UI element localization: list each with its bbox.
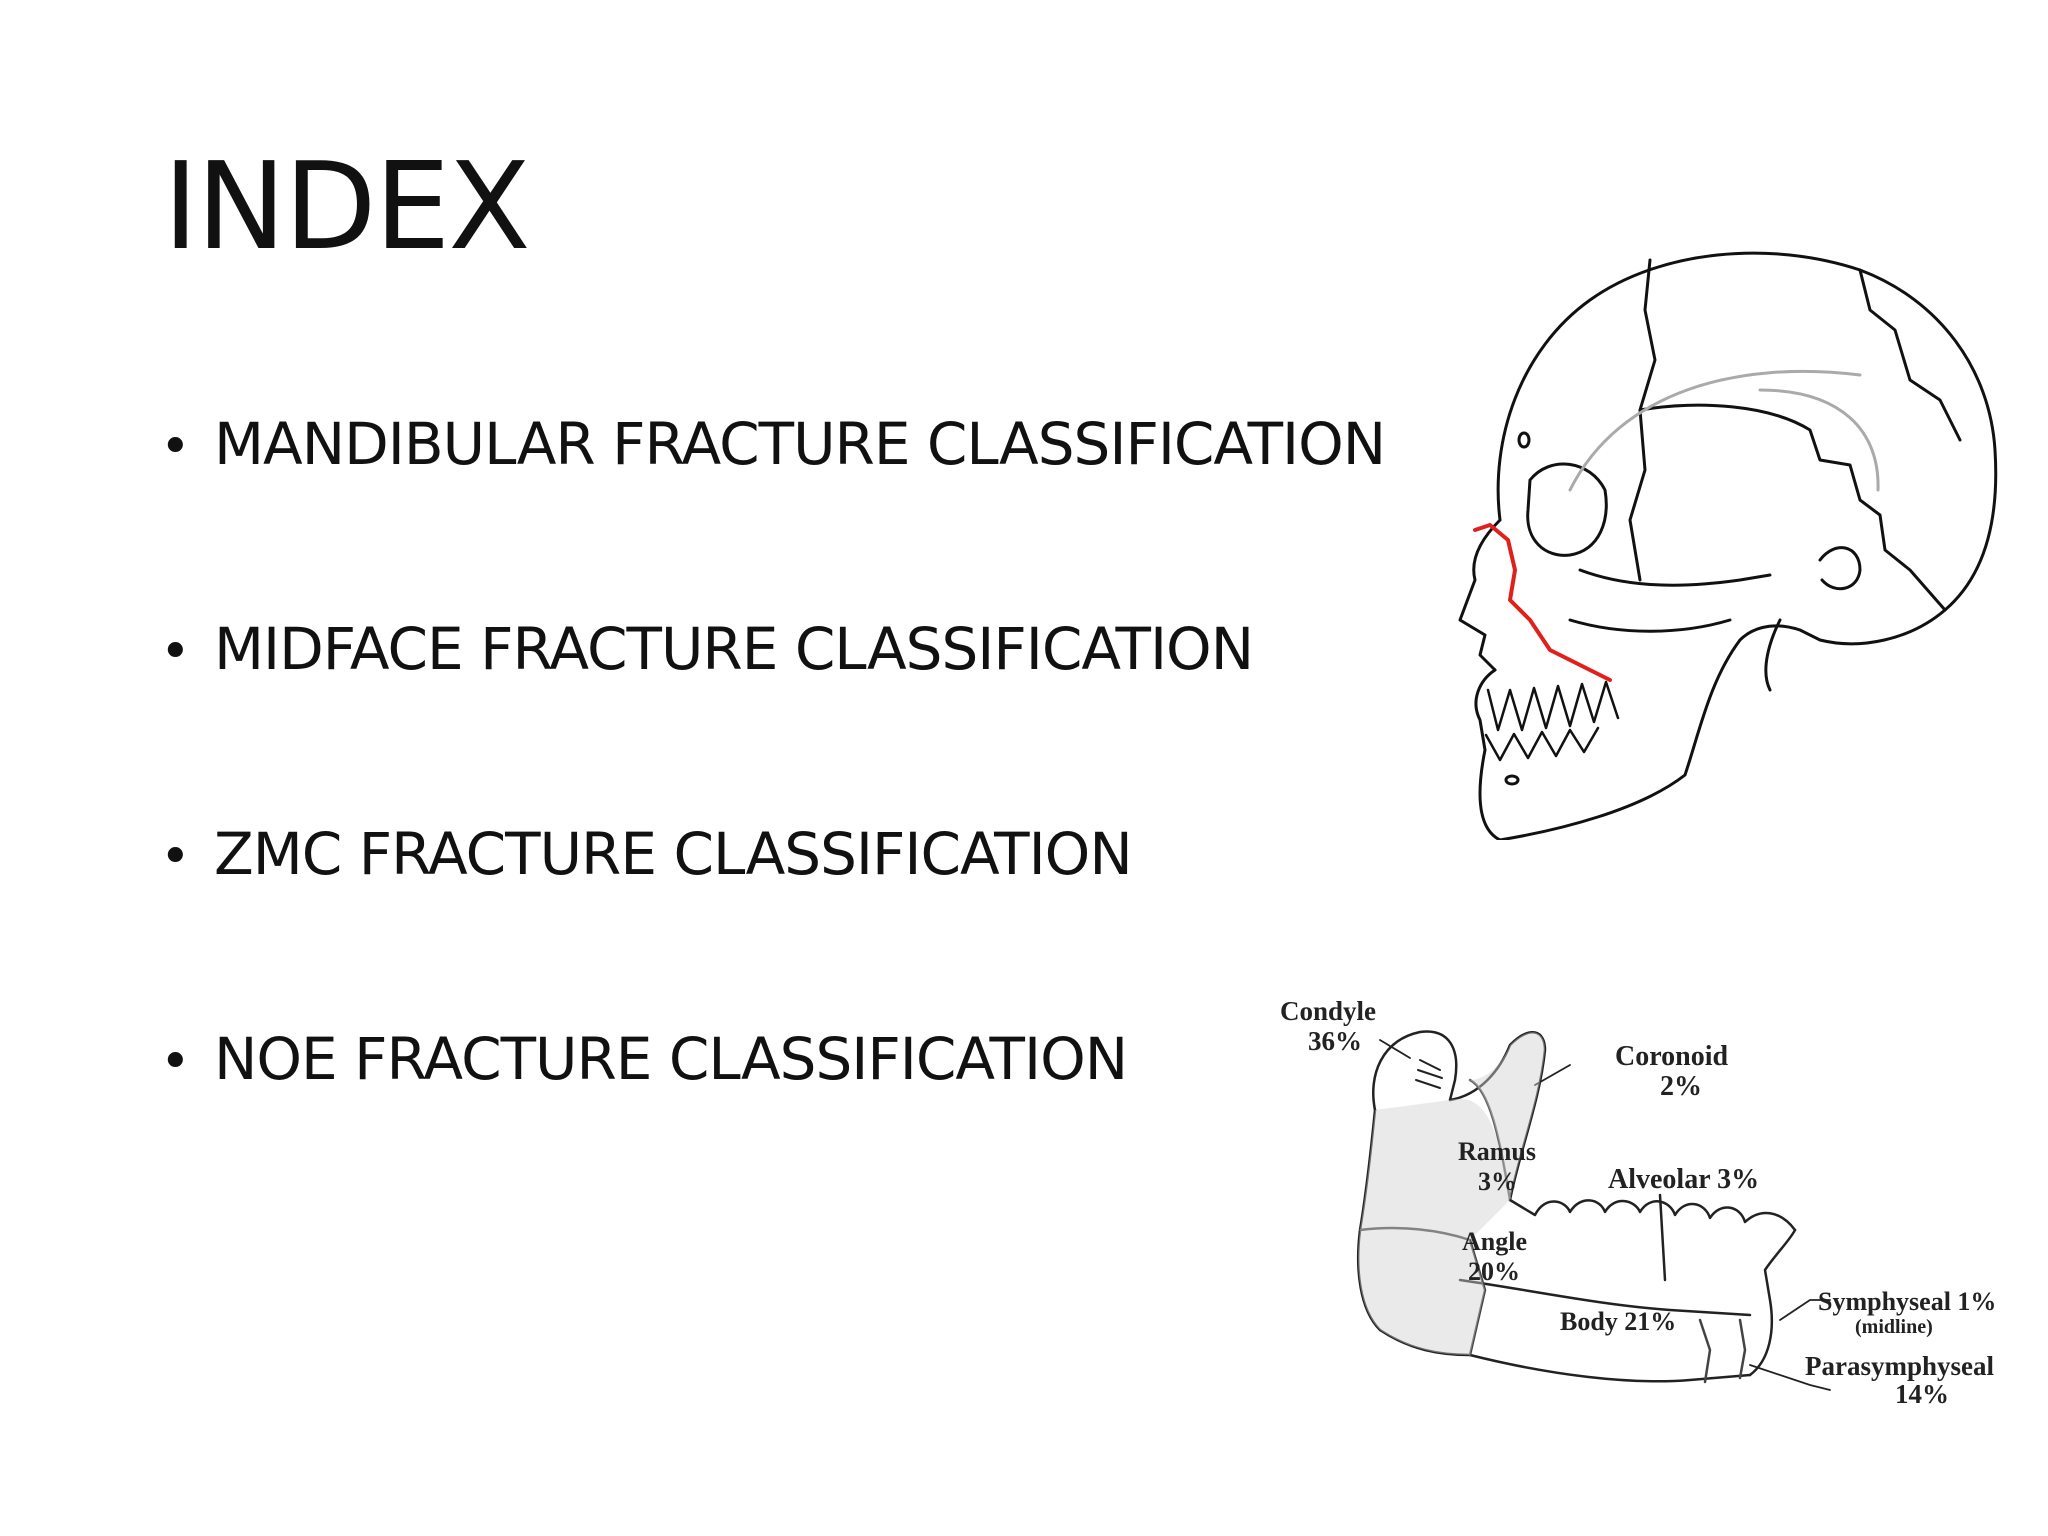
fracture-line	[1473, 523, 1612, 682]
list-item: •ZMC FRACTURE CLASSIFICATION	[160, 825, 1133, 887]
mandible-icon: Condyle 36% Coronoid 2% Ramus 3% Alveola…	[1280, 996, 1996, 1409]
bullet-text: MANDIBULAR FRACTURE CLASSIFICATION	[214, 410, 1386, 478]
label-coronoid: Coronoid	[1615, 1041, 1728, 1072]
bullet-icon: •	[160, 827, 191, 887]
label-ramus: Ramus	[1458, 1137, 1536, 1166]
bullet-icon: •	[160, 1032, 191, 1092]
label-symphyseal-note: (midline)	[1855, 1316, 1933, 1338]
label-body: Body 21%	[1560, 1307, 1676, 1336]
label-parasymphyseal: Parasymphyseal	[1805, 1351, 1994, 1381]
label-parasymphyseal-pct: 14%	[1895, 1379, 1949, 1409]
bullet-text: NOE FRACTURE CLASSIFICATION	[214, 1025, 1128, 1093]
label-symphyseal: Symphyseal 1%	[1818, 1287, 1996, 1316]
label-angle-pct: 20%	[1468, 1257, 1520, 1286]
bullet-icon: •	[160, 417, 191, 477]
list-item: •MANDIBULAR FRACTURE CLASSIFICATION	[160, 415, 1386, 477]
label-angle: Angle	[1462, 1227, 1527, 1256]
bullet-text: MIDFACE FRACTURE CLASSIFICATION	[214, 615, 1254, 683]
label-coronoid-pct: 2%	[1660, 1071, 1702, 1102]
slide-title: INDEX	[163, 138, 531, 277]
label-ramus-pct: 3%	[1478, 1167, 1517, 1196]
list-item: •NOE FRACTURE CLASSIFICATION	[160, 1030, 1128, 1092]
label-condyle: Condyle	[1280, 996, 1376, 1026]
label-condyle-pct: 36%	[1308, 1026, 1362, 1056]
bullet-icon: •	[160, 622, 191, 682]
list-item: •MIDFACE FRACTURE CLASSIFICATION	[160, 620, 1254, 682]
label-alveolar: Alveolar 3%	[1608, 1164, 1759, 1195]
skull-icon	[1458, 251, 1998, 840]
bullet-text: ZMC FRACTURE CLASSIFICATION	[214, 820, 1133, 888]
